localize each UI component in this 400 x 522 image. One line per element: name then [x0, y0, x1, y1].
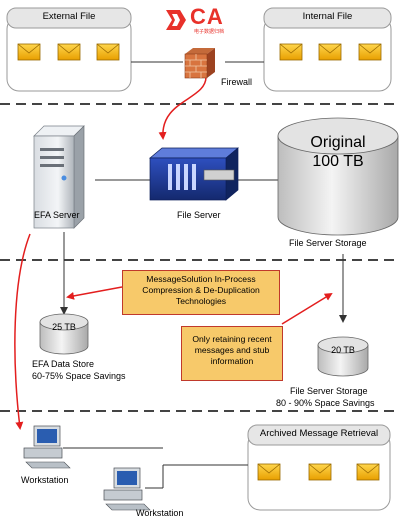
retention-note: Only retaining recent messages and stub …: [181, 326, 283, 381]
file-server-label: File Server: [177, 210, 221, 220]
envelope-icon: [96, 43, 120, 61]
envelope-icon: [358, 43, 382, 61]
compression-note-line: Technologies: [175, 296, 227, 306]
ca-logo-icon: [166, 10, 186, 30]
efa-server-label: EFA Server: [34, 210, 80, 220]
firewall-label: Firewall: [221, 77, 253, 87]
envelope-icon: [17, 43, 41, 61]
computer-workstation-icon: [23, 425, 71, 469]
database-cylinder-icon: [317, 336, 369, 377]
brick-firewall-icon: [184, 48, 215, 79]
fs-store-name: File Server Storage: [290, 386, 368, 396]
fs-store-savings: 80 - 90% Space Savings: [276, 398, 375, 408]
brand-logo-text: CA: [190, 4, 224, 29]
file-server-storage-label: File Server Storage: [289, 238, 367, 248]
envelope-icon: [257, 463, 281, 481]
efa-store-size: 25 TB: [52, 322, 76, 332]
section-dividers: [0, 103, 400, 412]
archived-retrieval-title: Archived Message Retrieval: [259, 428, 379, 439]
fs-store-size: 20 TB: [331, 345, 355, 355]
retention-to-storage-arrow: [281, 292, 333, 325]
envelope-icon: [318, 43, 342, 61]
workstation-1-label: Workstation: [21, 475, 69, 485]
efa-to-workstation-arrow: [14, 233, 31, 430]
database-cylinder-icon: [39, 313, 89, 355]
efa-store-name: EFA Data Store: [32, 359, 95, 369]
envelope-icon: [308, 463, 332, 481]
retention-note-line: messages and stub: [194, 345, 270, 355]
envelope-icon: [57, 43, 81, 61]
red-arrows: [14, 76, 333, 430]
connector-lines: [63, 61, 278, 489]
dark-arrows: [60, 232, 347, 323]
compression-note-line: MessageSolution In-Process: [146, 274, 256, 284]
envelope-icon: [356, 463, 380, 481]
external-file-title: External File: [42, 11, 96, 22]
computer-workstation-icon: [103, 467, 151, 511]
retention-note-line: information: [210, 356, 254, 366]
rack-server-icon: [149, 147, 239, 201]
brand-logo-subtitle: 电子数据归档: [194, 29, 225, 35]
database-cylinder-icon: [277, 117, 399, 236]
compression-to-efa-arrow: [66, 286, 123, 300]
internal-file-title: Internal File: [302, 11, 353, 22]
workstation-2-label: Workstation: [136, 508, 184, 518]
retention-note-line: Only retaining recent: [192, 334, 272, 344]
firewall-to-fileserver-arrow: [158, 76, 207, 140]
original-storage-title: Original: [310, 134, 366, 151]
envelope-icons: [17, 43, 382, 481]
envelope-icon: [279, 43, 303, 61]
tower-server-icon: [33, 125, 85, 229]
compression-note: MessageSolution In-Process Compression &…: [122, 270, 280, 315]
compression-note-line: Compression & De-Duplication: [142, 285, 260, 295]
original-storage-size: 100 TB: [312, 153, 364, 170]
efa-store-savings: 60-75% Space Savings: [32, 371, 126, 381]
